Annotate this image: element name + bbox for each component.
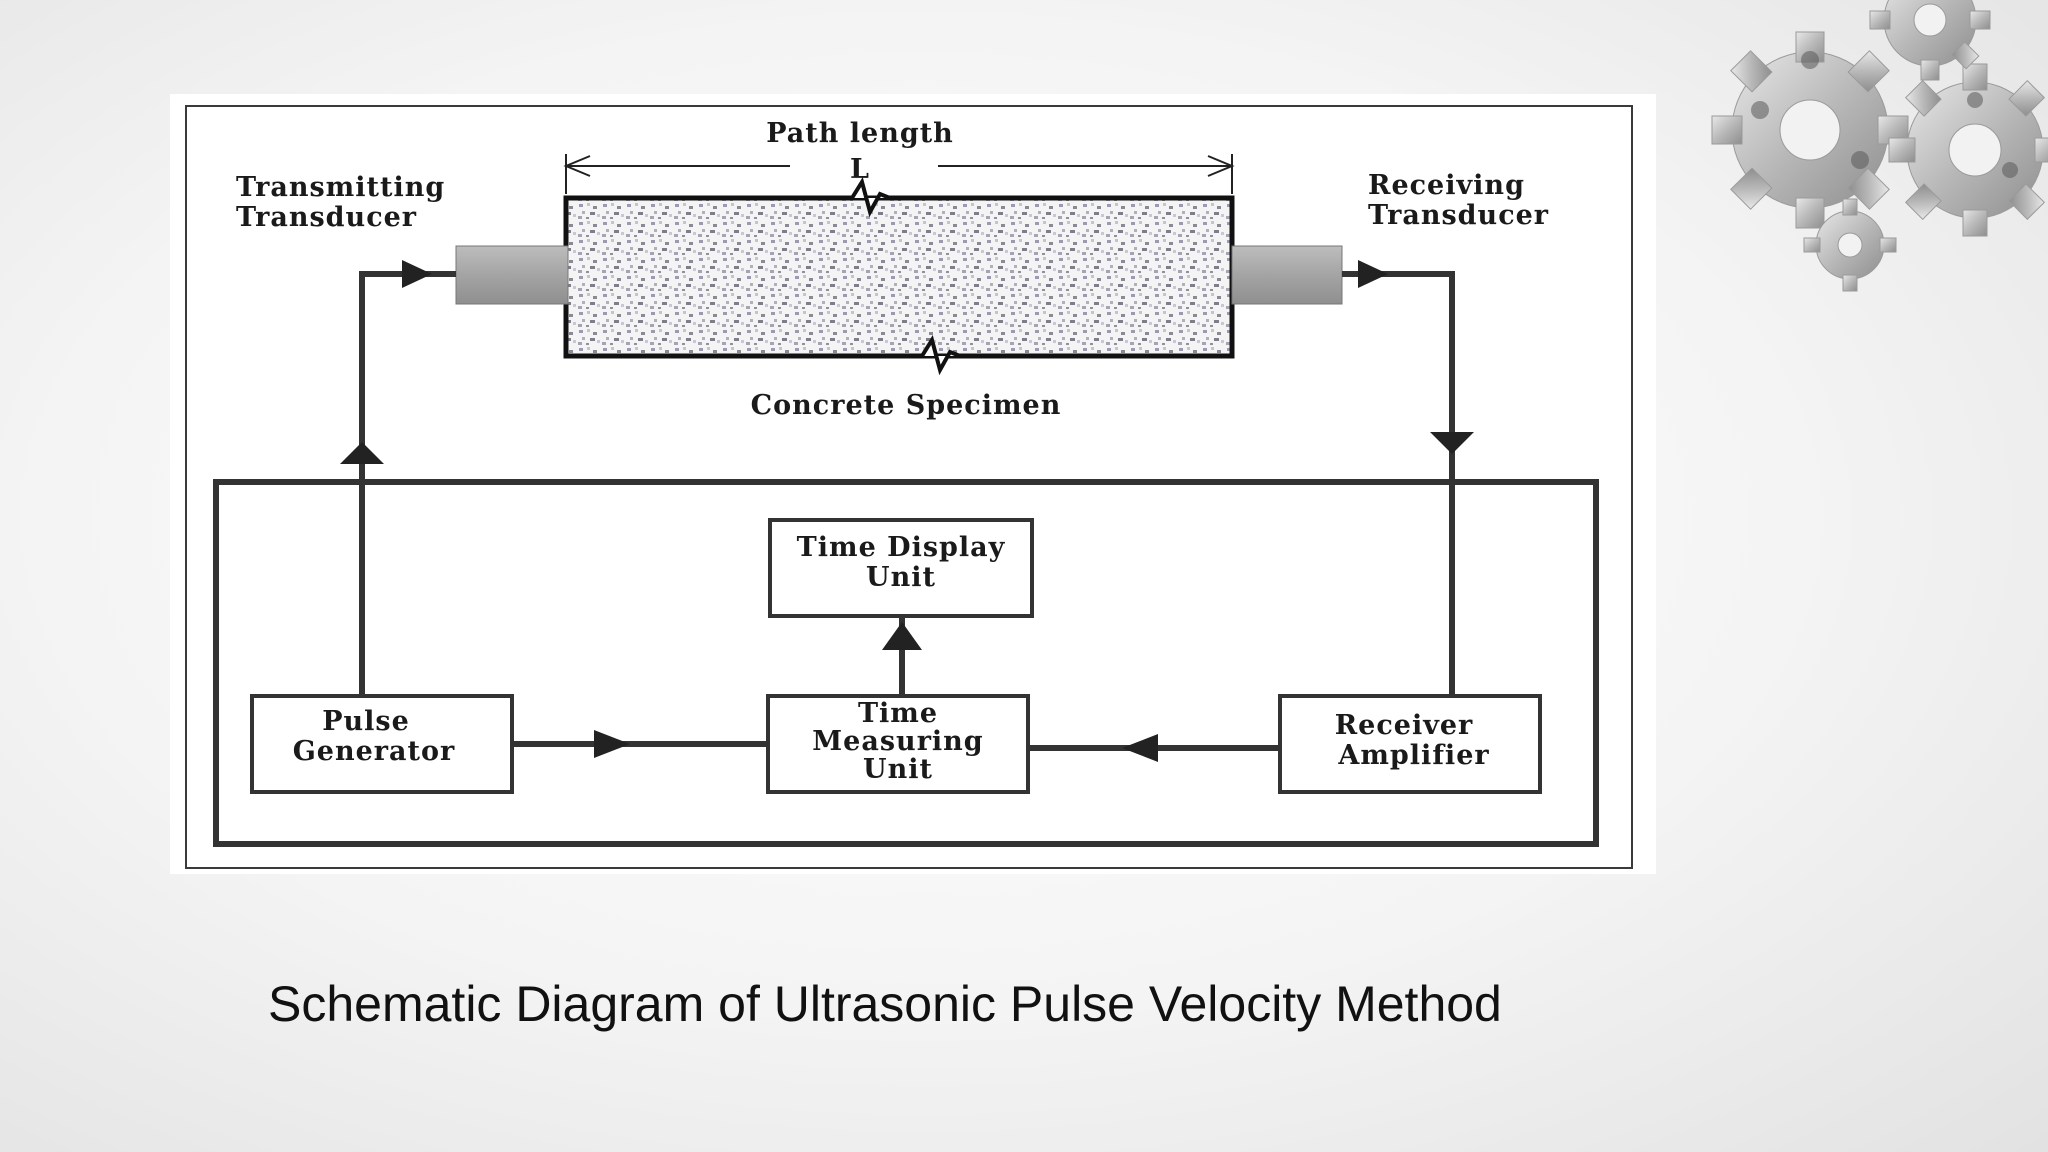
receiving-transducer-label-line1: Receiving — [1368, 170, 1525, 201]
receiver-amplifier-label-line1: Receiver — [1335, 710, 1474, 741]
pulse-generator-box — [250, 694, 514, 794]
diagram-panel: Path length L Concrete Specimen Transmit… — [170, 94, 1656, 874]
time-display-unit-box — [768, 518, 1034, 618]
outer-frame — [185, 105, 1633, 869]
receiving-transducer-label-line2: Transducer — [1368, 200, 1549, 231]
time-measuring-unit-label-line3: Unit — [863, 754, 933, 785]
transmitting-transducer-label-line2: Transducer — [236, 202, 417, 233]
time-display-unit-label-line1: Time Display — [797, 532, 1006, 563]
break-mark-bottom — [920, 335, 961, 376]
pulse-generator-label-line2: Generator — [293, 736, 455, 767]
path-length-label: Path length — [766, 118, 954, 149]
signal-arrowheads — [340, 260, 1474, 762]
receiver-amplifier-label-line2: Amplifier — [1337, 740, 1489, 771]
slide-caption: Schematic Diagram of Ultrasonic Pulse Ve… — [268, 976, 1502, 1032]
break-mark-top — [850, 177, 891, 218]
path-length-symbol: L — [850, 154, 870, 185]
transmitting-transducer-label-line1: Transmitting — [236, 172, 445, 203]
time-measuring-unit-box — [766, 694, 1030, 794]
receiving-transducer — [1231, 245, 1343, 305]
path-length-dimension — [563, 154, 1235, 194]
specimen-label: Concrete Specimen — [751, 390, 1062, 421]
time-measuring-unit-label-line1: Time — [858, 698, 938, 729]
gears-icon — [1711, 0, 2048, 292]
concrete-specimen — [563, 195, 1235, 359]
time-display-unit-label-line2: Unit — [866, 562, 936, 593]
time-measuring-unit-label-line2: Measuring — [812, 726, 983, 757]
instrument-enclosure — [213, 479, 1599, 847]
pulse-generator-label-line1: Pulse — [322, 706, 410, 737]
upv-schematic: Path length L Concrete Specimen Transmit… — [185, 105, 1633, 869]
receiver-amplifier-box — [1278, 694, 1542, 794]
transmitting-transducer — [455, 245, 569, 305]
